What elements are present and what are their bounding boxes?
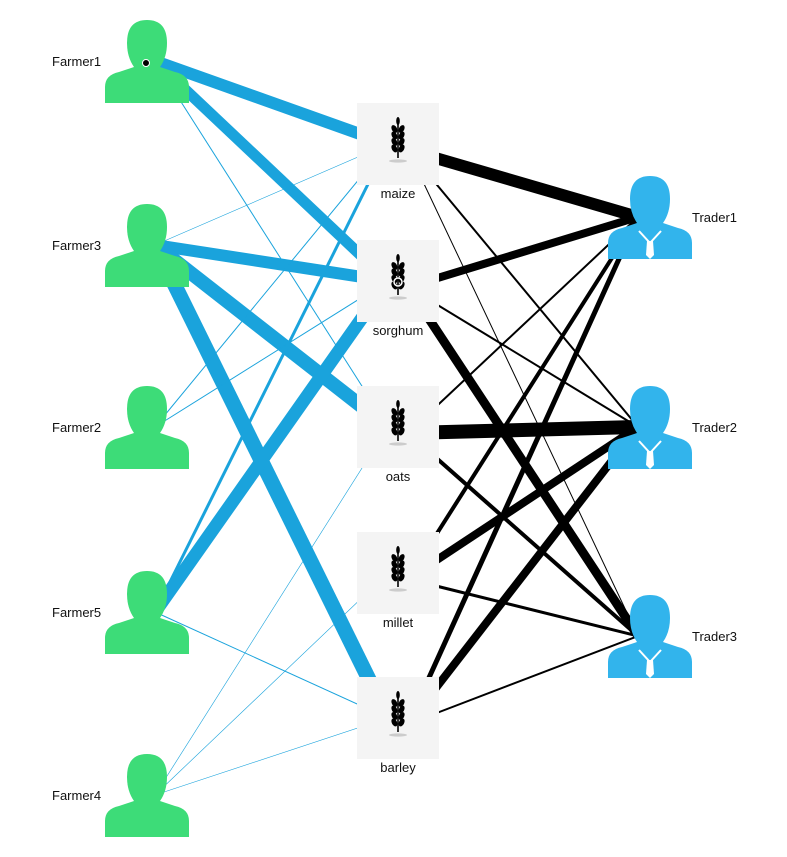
crop-node-oats[interactable]: oats <box>357 386 439 484</box>
link-farmer4-oats[interactable] <box>154 426 389 796</box>
link-farmer5-barley[interactable] <box>154 611 389 719</box>
farmer-node-farmer4[interactable]: Farmer4 <box>52 754 189 837</box>
trader-node-trader3[interactable]: Trader3 <box>608 595 737 678</box>
crop-label: oats <box>386 469 411 484</box>
trader-person-icon <box>608 595 692 678</box>
link-millet-trader2[interactable] <box>405 423 641 583</box>
link-farmer1-sorghum[interactable] <box>151 57 392 285</box>
farmer-person-icon <box>105 754 189 837</box>
link-farmer2-maize[interactable] <box>154 143 389 428</box>
link-farmer1-maize[interactable] <box>152 55 391 150</box>
selection-dot <box>142 59 150 67</box>
link-oats-trader3[interactable] <box>406 431 640 638</box>
trader-label: Trader1 <box>692 210 737 225</box>
crop-node-maize[interactable]: maize <box>357 103 439 201</box>
crop-node-barley[interactable]: barley <box>357 677 439 775</box>
trader-person-icon <box>608 386 692 469</box>
crop-label: maize <box>381 186 416 201</box>
link-sorghum-trader1[interactable] <box>406 213 640 291</box>
link-farmer4-barley[interactable] <box>154 717 389 796</box>
wheat-ear-icon <box>389 400 407 446</box>
link-farmer2-sorghum[interactable] <box>154 280 389 428</box>
hover-ring <box>393 277 403 287</box>
farmer-label: Farmer5 <box>52 605 101 620</box>
wheat-ear-icon <box>389 117 407 163</box>
link-millet-trader3[interactable] <box>407 577 639 638</box>
farmer-label: Farmer4 <box>52 788 101 803</box>
crop-label: sorghum <box>373 323 424 338</box>
farmer-label: Farmer2 <box>52 420 101 435</box>
link-maize-trader1[interactable] <box>406 144 640 223</box>
tie-icon <box>646 451 654 469</box>
trader-node-trader1[interactable]: Trader1 <box>608 176 737 259</box>
crop-trader-links <box>404 144 642 727</box>
link-oats-trader1[interactable] <box>407 216 639 434</box>
farmer-crop-links <box>148 55 395 796</box>
trader-label: Trader3 <box>692 629 737 644</box>
link-farmer3-sorghum[interactable] <box>154 239 389 287</box>
link-maize-trader3[interactable] <box>407 149 639 637</box>
wheat-ear-icon <box>389 546 407 592</box>
farmer-node-farmer3[interactable]: Farmer3 <box>52 204 189 287</box>
farmer-person-icon <box>105 571 189 654</box>
link-farmer4-millet[interactable] <box>154 572 389 796</box>
link-farmer3-oats[interactable] <box>150 239 393 433</box>
crop-node-sorghum[interactable]: sorghum <box>357 240 439 338</box>
farmer-node-farmer2[interactable]: Farmer2 <box>52 386 189 469</box>
link-barley-trader2[interactable] <box>404 424 642 727</box>
link-farmer1-oats[interactable] <box>154 60 389 428</box>
tie-icon <box>646 660 654 678</box>
link-farmer5-maize[interactable] <box>153 143 390 613</box>
link-sorghum-trader3[interactable] <box>404 284 642 639</box>
tie-icon <box>646 241 654 259</box>
link-barley-trader3[interactable] <box>407 635 639 725</box>
link-millet-trader1[interactable] <box>406 215 640 581</box>
farmer-person-icon <box>105 386 189 469</box>
link-sorghum-trader2[interactable] <box>407 286 639 428</box>
farmer-label: Farmer1 <box>52 54 101 69</box>
link-barley-trader1[interactable] <box>405 215 641 726</box>
link-farmer3-barley[interactable] <box>148 241 395 722</box>
link-farmer3-maize[interactable] <box>154 143 389 246</box>
link-maize-trader2[interactable] <box>407 149 639 428</box>
trader-person-icon <box>608 176 692 259</box>
farmer-label: Farmer3 <box>52 238 101 253</box>
crop-node-millet[interactable]: millet <box>357 532 439 630</box>
crop-label: millet <box>383 615 414 630</box>
wheat-ear-icon <box>389 691 407 737</box>
farmer-person-icon <box>105 204 189 287</box>
trader-node-trader2[interactable]: Trader2 <box>608 386 737 469</box>
farmer-node-farmer5[interactable]: Farmer5 <box>52 571 189 654</box>
trader-label: Trader2 <box>692 420 737 435</box>
crop-label: barley <box>380 760 416 775</box>
link-farmer5-sorghum[interactable] <box>149 277 394 616</box>
link-oats-trader2[interactable] <box>407 420 639 440</box>
